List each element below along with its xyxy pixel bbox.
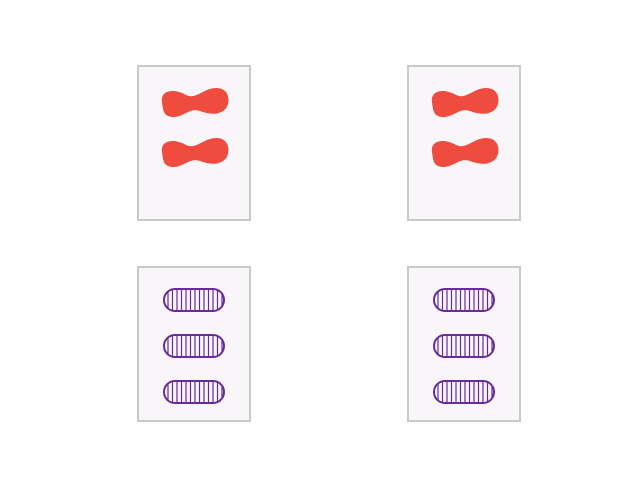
card-1-symbols (161, 88, 229, 168)
card-2[interactable] (407, 65, 521, 221)
oval-symbol (433, 380, 495, 404)
oval-symbol (433, 334, 495, 358)
squiggle-symbol (431, 88, 499, 118)
card-4-symbols (433, 288, 495, 404)
card-4[interactable] (407, 266, 521, 422)
card-1[interactable] (137, 65, 251, 221)
oval-symbol (163, 334, 225, 358)
oval-symbol (163, 380, 225, 404)
squiggle-symbol (161, 138, 229, 168)
squiggle-symbol (431, 138, 499, 168)
card-3-symbols (163, 288, 225, 404)
squiggle-symbol (161, 88, 229, 118)
oval-symbol (433, 288, 495, 312)
card-2-symbols (431, 88, 499, 168)
card-3[interactable] (137, 266, 251, 422)
oval-symbol (163, 288, 225, 312)
